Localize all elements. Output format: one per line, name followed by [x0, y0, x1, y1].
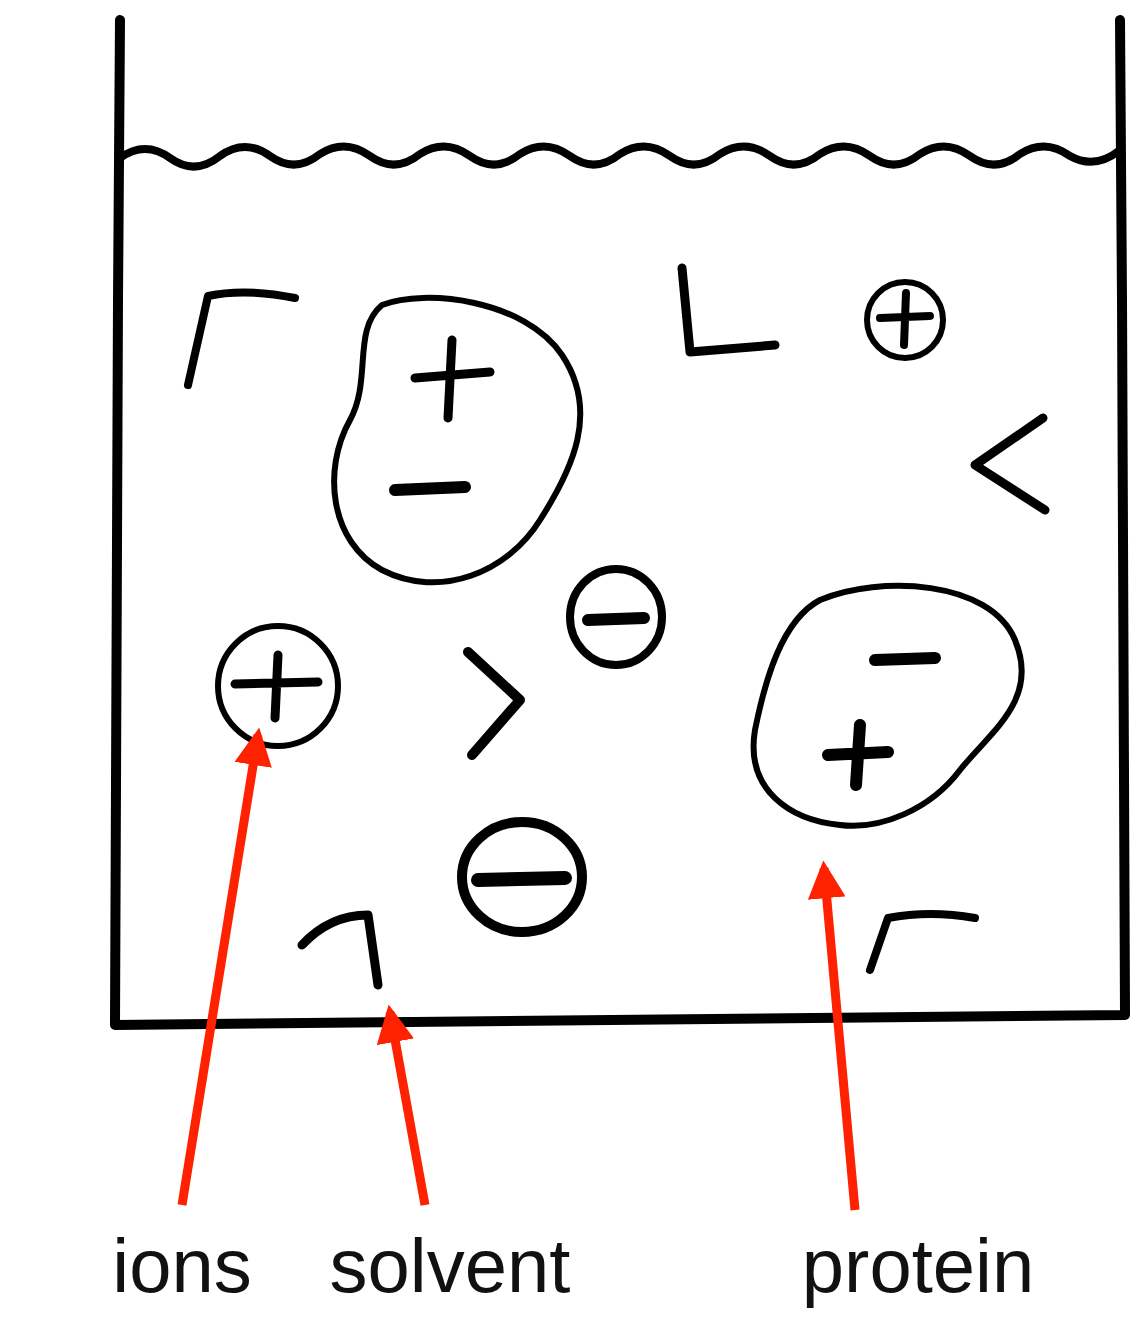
leader-arrow: [824, 868, 855, 1210]
solvent-molecule: [188, 292, 295, 385]
minus-sign: [588, 618, 644, 620]
ion-circle: [867, 282, 943, 358]
protein-blob: [754, 586, 1022, 826]
part-label: ions: [112, 1228, 251, 1304]
ion-circle: [462, 822, 582, 932]
solvent-molecule: [975, 418, 1045, 510]
part-label: solvent: [330, 1228, 571, 1304]
plus-sign: [235, 655, 318, 718]
plus-sign: [880, 293, 930, 345]
minus-sign: [395, 487, 465, 490]
solvent-molecule: [870, 914, 975, 970]
protein-blob: [334, 298, 580, 582]
solvent-molecule: [302, 915, 378, 985]
leader-arrow: [390, 1012, 425, 1205]
liquid-surface: [120, 146, 1120, 166]
ion-circle: [570, 569, 662, 665]
plus-sign: [415, 340, 490, 418]
leader-arrow: [182, 735, 258, 1205]
solvent-molecule: [682, 268, 775, 352]
minus-sign: [478, 878, 565, 880]
ion-circle: [218, 626, 338, 746]
solvent-molecule: [468, 652, 520, 755]
plus-sign: [828, 725, 888, 785]
minus-sign: [875, 658, 935, 660]
part-label: protein: [802, 1228, 1034, 1304]
beaker: [115, 20, 1125, 1025]
